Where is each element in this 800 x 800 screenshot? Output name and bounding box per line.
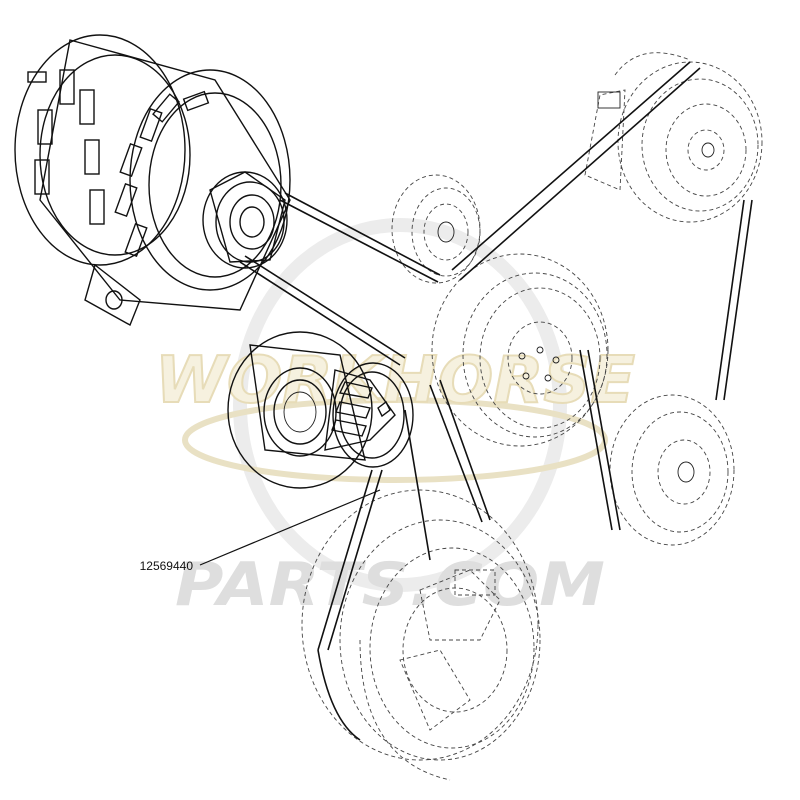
- watermark-ring: [233, 218, 567, 592]
- watermark-line1: WORKHORSE: [155, 344, 635, 418]
- watermark: WORKHORSE PARTS.COM: [154, 218, 636, 620]
- alternator: [14, 34, 291, 326]
- watermark-line2: PARTS.COM: [175, 550, 605, 620]
- callout-leader-line: [199, 489, 381, 566]
- crankshaft-balancer: [301, 489, 541, 781]
- watermark-oval: [182, 397, 608, 483]
- water-pump-pulley: [431, 253, 609, 447]
- lower-idler-pulley: [609, 394, 735, 546]
- idler-pulley: [391, 174, 481, 284]
- belt-tensioner: [227, 331, 414, 489]
- power-steering-pulley: [584, 52, 763, 223]
- serpentine-belt: [239, 61, 753, 741]
- part-number-label: 12569440: [140, 559, 194, 573]
- callout-belt: 12569440: [140, 489, 381, 573]
- alternator-vents: [34, 69, 210, 258]
